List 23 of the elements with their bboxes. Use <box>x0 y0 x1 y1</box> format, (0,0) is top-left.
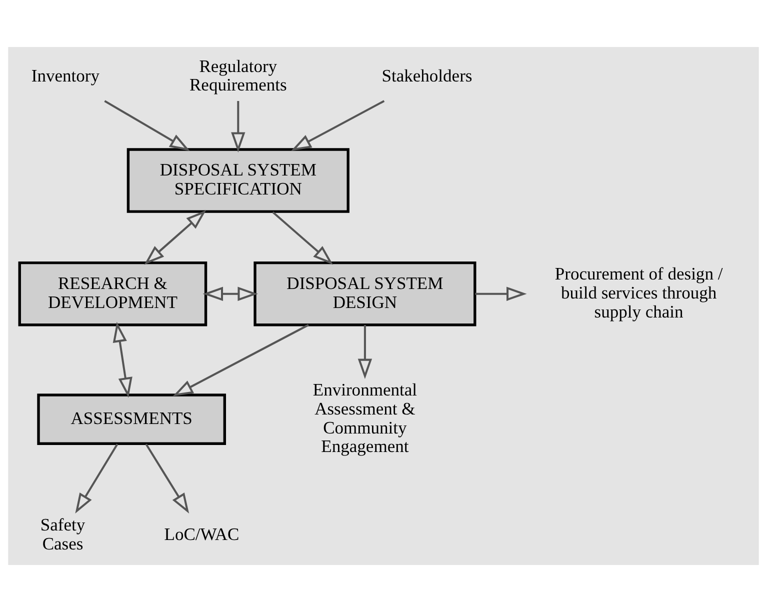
arrow <box>272 210 334 264</box>
node-box: RESEARCH & DEVELOPMENT <box>18 260 208 326</box>
arrow <box>475 286 527 300</box>
node-text: Regulatory Requirements <box>190 55 287 94</box>
arrow <box>104 100 190 150</box>
node-text: Environmental Assessment & Community Engagement <box>312 379 417 456</box>
arrow <box>112 321 132 398</box>
node-box: ASSESSMENTS <box>37 393 226 444</box>
node-text: Safety Cases <box>40 514 86 553</box>
arrow <box>75 443 118 514</box>
node-text: Inventory <box>31 64 100 85</box>
arrow <box>172 324 309 396</box>
arrow <box>358 324 372 379</box>
arrow <box>202 286 258 300</box>
node-box: DISPOSAL SYSTEM DESIGN <box>254 260 476 326</box>
arrow <box>144 210 206 264</box>
node-text: Procurement of design / build services through supply chain <box>554 263 723 321</box>
arrow <box>145 443 190 514</box>
arrow <box>291 100 385 150</box>
node-text: LoC/WAC <box>164 523 240 544</box>
node-text: Stakeholders <box>382 64 472 85</box>
arrow <box>231 100 246 152</box>
node-box: DISPOSAL SYSTEM SPECIFICATION <box>126 148 350 212</box>
